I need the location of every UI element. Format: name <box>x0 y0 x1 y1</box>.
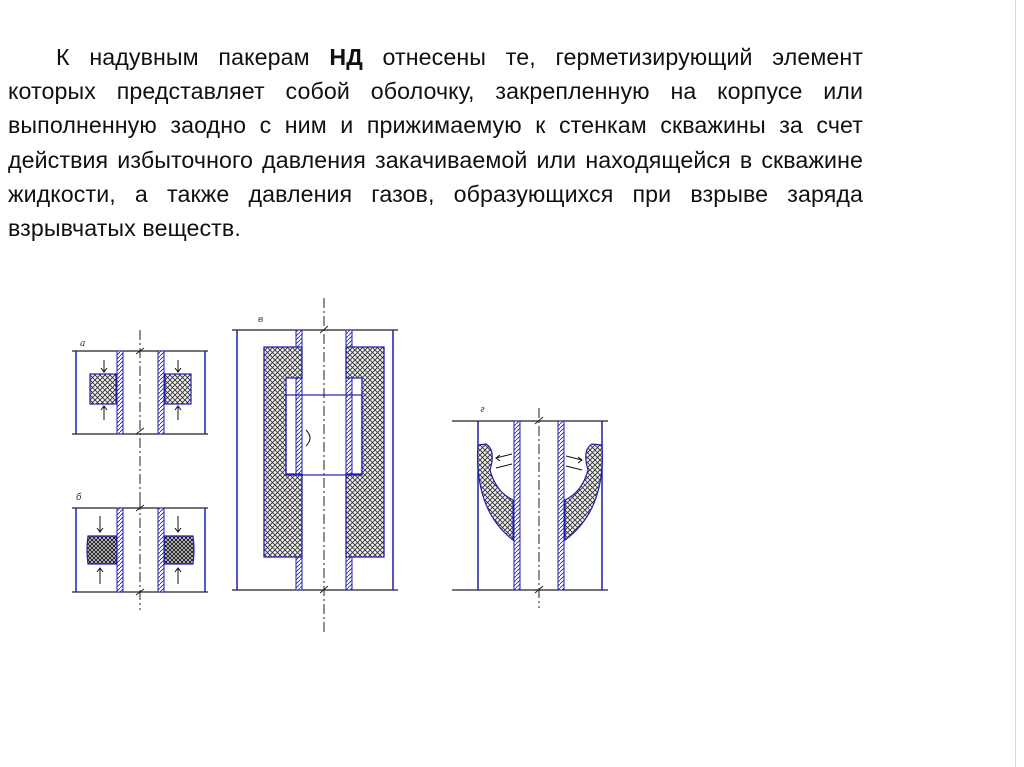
diagram-v: в <box>232 298 398 632</box>
paragraph: К надувным пакерам НД отнесены те, герме… <box>8 40 863 245</box>
label-a: а <box>80 339 85 349</box>
diagram-g: г <box>452 405 608 608</box>
diagram-a: а <box>72 330 208 500</box>
label-v: в <box>258 315 263 325</box>
paragraph-start: К надувным пакерам <box>56 44 330 70</box>
label-b: б <box>76 492 82 503</box>
label-g: г <box>480 405 485 415</box>
paragraph-text: К надувным пакерам НД отнесены те, герме… <box>8 40 863 245</box>
packer-diagrams: а б <box>72 298 608 632</box>
paragraph-bold-term: НД <box>329 44 363 70</box>
paragraph-rest: отнесены те, герметизирующий элемент кот… <box>8 44 863 242</box>
diagram-b: б <box>72 492 208 610</box>
slide-edge-line <box>1015 0 1016 767</box>
